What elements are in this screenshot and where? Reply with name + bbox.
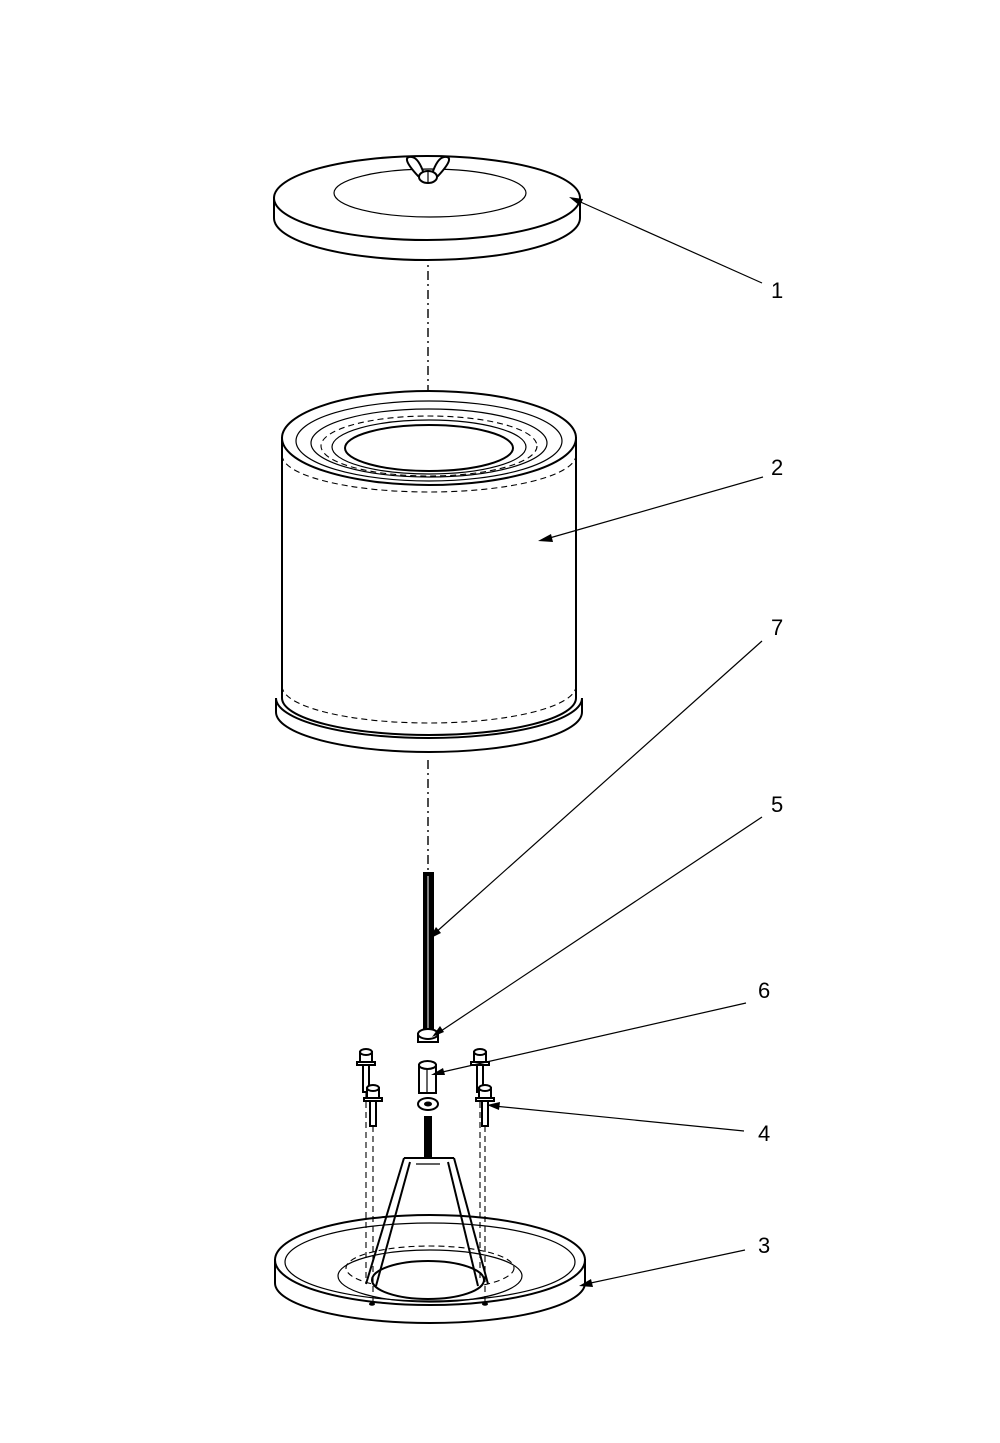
leader-3 (579, 1249, 746, 1287)
leader-1 (569, 197, 763, 284)
part-bolts (356, 1048, 495, 1304)
part-washer (417, 1097, 439, 1111)
bolt-rear-right (470, 1048, 490, 1278)
leader-lines (429, 197, 764, 1287)
bolt-rear-left (356, 1048, 376, 1278)
part-coupling (418, 1060, 437, 1094)
leader-5 (432, 816, 763, 1037)
callout-3: 3 (758, 1233, 770, 1258)
part-filter-cartridge (275, 390, 583, 753)
callout-labels: 1 2 7 5 6 4 3 (758, 278, 783, 1258)
support-bracket (365, 1157, 489, 1287)
part-lower-stud (424, 1116, 432, 1158)
leader-2 (538, 476, 764, 542)
leader-4 (487, 1102, 745, 1132)
callout-6: 6 (758, 978, 770, 1003)
bolt-front-right (475, 1084, 495, 1304)
part-cover (273, 155, 581, 261)
callout-7: 7 (771, 615, 783, 640)
callout-2: 2 (771, 455, 783, 480)
part-base-pan (274, 1157, 586, 1324)
callout-4: 4 (758, 1121, 770, 1146)
leader-7 (429, 640, 763, 939)
leader-6 (431, 1002, 747, 1075)
part-threaded-rod (423, 872, 434, 1032)
bolt-front-left (363, 1084, 383, 1304)
callout-5: 5 (771, 792, 783, 817)
wing-nut (405, 155, 451, 184)
callout-1: 1 (771, 278, 783, 303)
